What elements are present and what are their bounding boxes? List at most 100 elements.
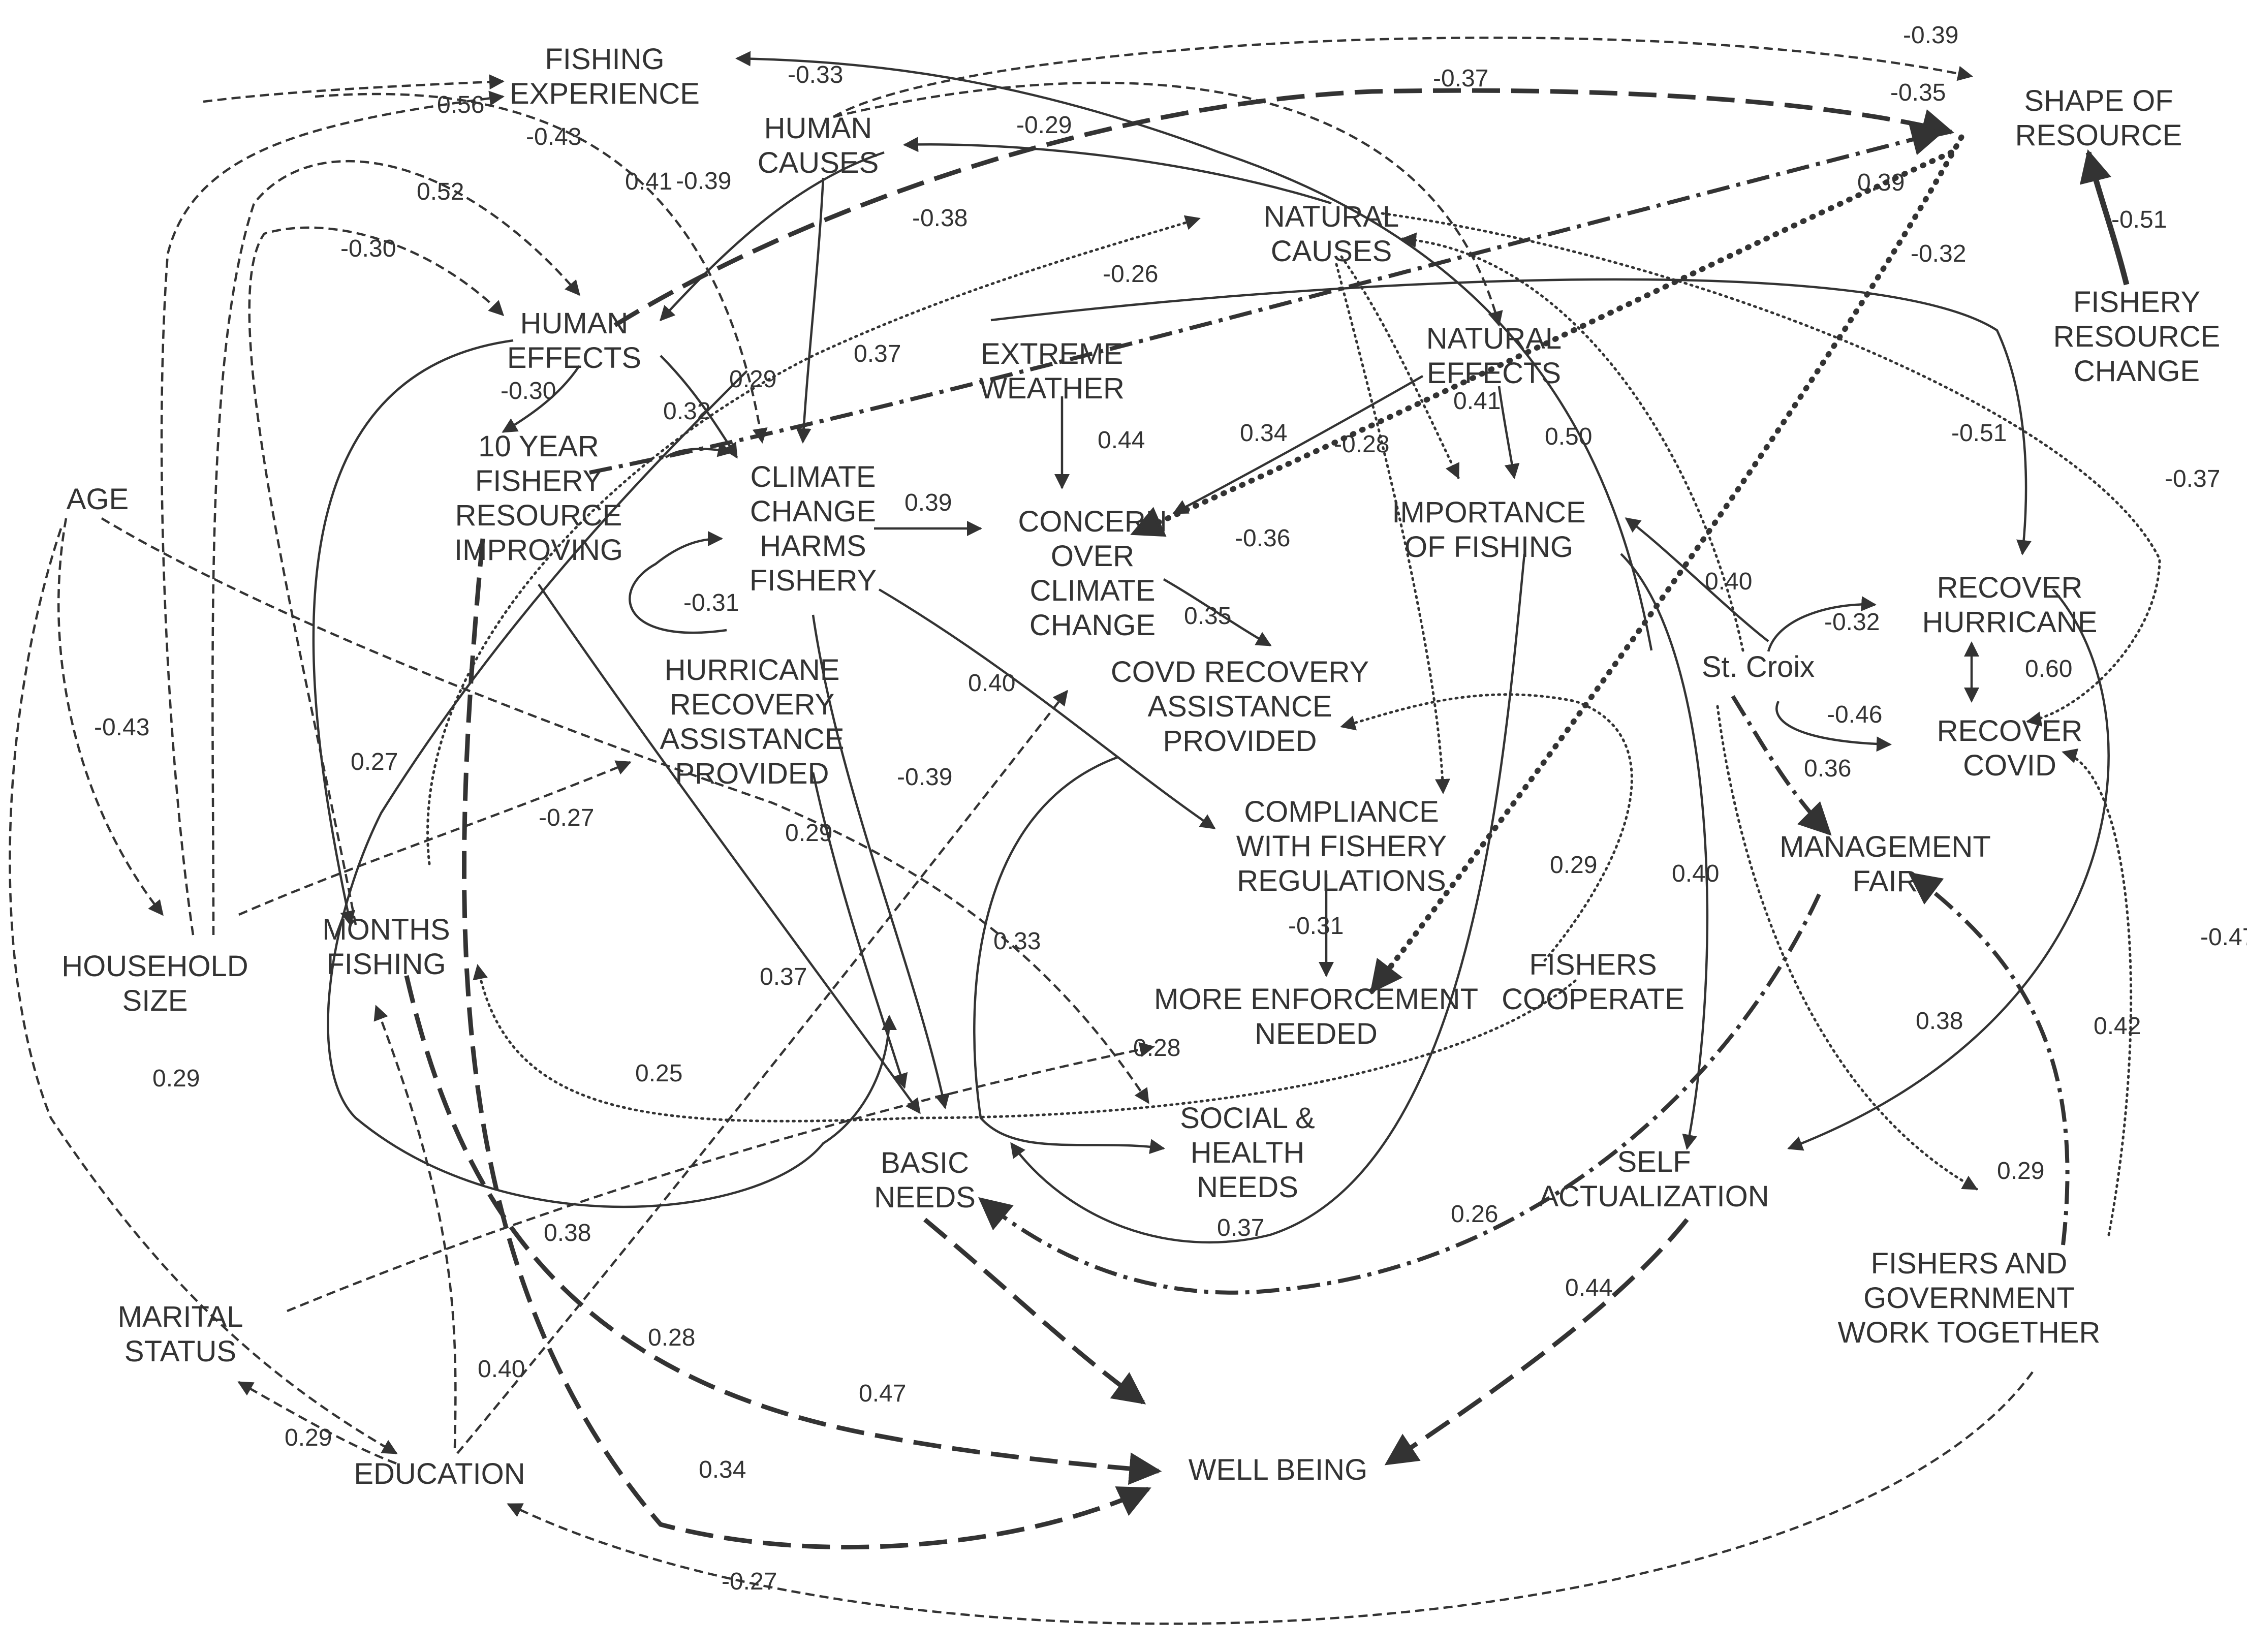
edge-climate-change-to-fishing-experience <box>735 51 1653 651</box>
node-label-line: HEALTH <box>1191 1136 1305 1169</box>
edge-st-croix-to-recover-hurricane <box>1767 596 1877 652</box>
edges-layer <box>9 36 2161 1625</box>
edge-coefficient-label: -0.36 <box>1235 525 1290 552</box>
node-label-line: IMPORTANCE <box>1392 496 1585 529</box>
edge-coefficient-label: -0.43 <box>94 714 149 741</box>
node-label-line: RESOURCE <box>2053 320 2221 353</box>
node-label-line: CHANGE <box>1029 609 1156 642</box>
edge-coefficient-label: 0.33 <box>993 928 1041 955</box>
edge-age-to-household-size <box>57 518 164 916</box>
edge-st-croix-to-natural-causes <box>1401 232 1744 652</box>
edge-natural-effects-to-importance <box>1497 386 1520 479</box>
edge-coefficient-label: -0.29 <box>1016 112 1072 139</box>
edge-coefficient-label: 0.40 <box>1705 568 1752 595</box>
node-st-croix: St. Croix <box>1702 650 1815 683</box>
edge-coefficient-label: 0.29 <box>285 1424 332 1451</box>
edge-covd-recovery-to-social-health <box>973 756 1165 1155</box>
node-label-line: HARMS <box>760 529 866 563</box>
node-label-line: MONTHS <box>322 913 450 946</box>
edge-hurricane-recovery-to-basic-needs <box>812 772 908 1089</box>
node-label-line: CAUSES <box>1271 235 1392 268</box>
node-label-line: SOCIAL & <box>1180 1102 1315 1135</box>
edge-management-fair-to-basic-needs <box>978 893 1821 1295</box>
node-label-line: COVD RECOVERY <box>1111 656 1369 689</box>
edge-marital-status-to-social-health <box>287 1042 1155 1313</box>
node-label-line: ACTUALIZATION <box>1539 1180 1769 1213</box>
node-label-line: OF FISHING <box>1405 531 1573 564</box>
edge-months-fishing-to-well-being <box>404 975 1162 1485</box>
edge-basic-needs-to-well-being <box>923 1218 1146 1405</box>
edge-human-effects-to-ten-year <box>502 365 580 433</box>
edge-coefficient-label: 0.39 <box>1857 169 1905 196</box>
edge-coefficient-label: -0.35 <box>1890 79 1946 106</box>
edge-coefficient-label: 0.34 <box>1240 420 1287 447</box>
edge-fishers-gov-to-management-fair <box>1908 872 2070 1245</box>
node-label-line: FISHERY <box>2073 286 2200 319</box>
edge-natural-effects-to-concern <box>1172 375 1424 514</box>
node-label-line: FISHERS AND <box>1871 1247 2068 1280</box>
node-label-line: OVER <box>1051 540 1134 573</box>
edge-age-to-social-health <box>101 517 1149 1104</box>
edge-coefficient-label: 0.32 <box>663 398 710 425</box>
node-label-line: GOVERNMENT <box>1863 1282 2075 1315</box>
edge-climate-change-to-basic-needs <box>812 614 950 1109</box>
edge-coefficient-label: 0.38 <box>544 1220 591 1246</box>
edge-labels-layer: 0.56-0.430.52-0.30-0.39-0.33-0.290.37-0.… <box>94 22 2247 1595</box>
node-label-line: RECOVER <box>1937 714 2083 747</box>
edge-importance-to-basic-needs <box>1010 553 1526 1244</box>
edge-coefficient-label: -0.27 <box>722 1568 777 1595</box>
edge-natural-causes-to-human-causes <box>903 137 1332 205</box>
edge-coefficient-label: -0.37 <box>2165 465 2220 492</box>
node-label-line: AGE <box>67 483 129 516</box>
node-label-line: MANAGEMENT <box>1780 830 1991 863</box>
edge-coefficient-label: 0.37 <box>1217 1214 1264 1241</box>
node-education: EDUCATION <box>354 1457 525 1490</box>
edge-coefficient-label: 0.29 <box>785 820 832 847</box>
edge-coefficient-label: 0.27 <box>351 749 398 775</box>
edge-coefficient-label: 0.29 <box>1997 1158 2044 1185</box>
edge-fishing-experience-to-climate-change <box>315 92 768 444</box>
edge-st-croix-to-importance <box>1625 517 1769 642</box>
edge-education-to-marital-status <box>237 1381 397 1465</box>
node-label-line: RECOVERY <box>670 688 834 721</box>
edge-coefficient-label: 0.26 <box>1451 1201 1498 1228</box>
edge-natural-causes-to-compliance <box>1335 263 1450 794</box>
node-label-line: EFFECTS <box>507 341 641 375</box>
edge-coefficient-label: 0.42 <box>2094 1013 2141 1040</box>
edge-coefficient-label: -0.33 <box>788 61 843 88</box>
node-label-line: STATUS <box>124 1335 236 1368</box>
edge-human-causes-to-climate-change <box>796 177 825 444</box>
edge-coefficient-label: -0.39 <box>1903 22 1958 49</box>
edge-st-croix-to-management-fair <box>1731 695 1832 836</box>
edge-coefficient-label: -0.47 <box>2200 924 2247 951</box>
edge-coefficient-label: -0.27 <box>539 804 594 831</box>
node-label-line: NATURAL <box>1426 322 1562 355</box>
node-label-line: SIZE <box>122 984 188 1017</box>
node-label-line: EDUCATION <box>354 1457 525 1490</box>
edge-human-causes-to-human-effects <box>659 151 885 322</box>
node-label-line: CLIMATE <box>1029 574 1155 607</box>
node-label-line: NEEDED <box>1255 1017 1378 1050</box>
edge-fishing-experience-to-shape-of-resource <box>832 36 1973 118</box>
node-age: AGE <box>67 483 129 516</box>
edge-coefficient-label: 0.41 <box>1453 388 1501 415</box>
edge-natural-causes-to-importance <box>1340 255 1460 479</box>
edge-coefficient-label: -0.37 <box>1433 65 1488 92</box>
edge-st-croix-to-recover-covid <box>1775 700 1892 752</box>
node-label-line: HURRICANE <box>1922 606 2098 639</box>
node-label-line: CHANGE <box>2074 355 2200 388</box>
edge-human-effects-to-months-fishing <box>312 339 514 926</box>
edge-human-effects-to-shape-of-resource <box>613 88 1955 327</box>
